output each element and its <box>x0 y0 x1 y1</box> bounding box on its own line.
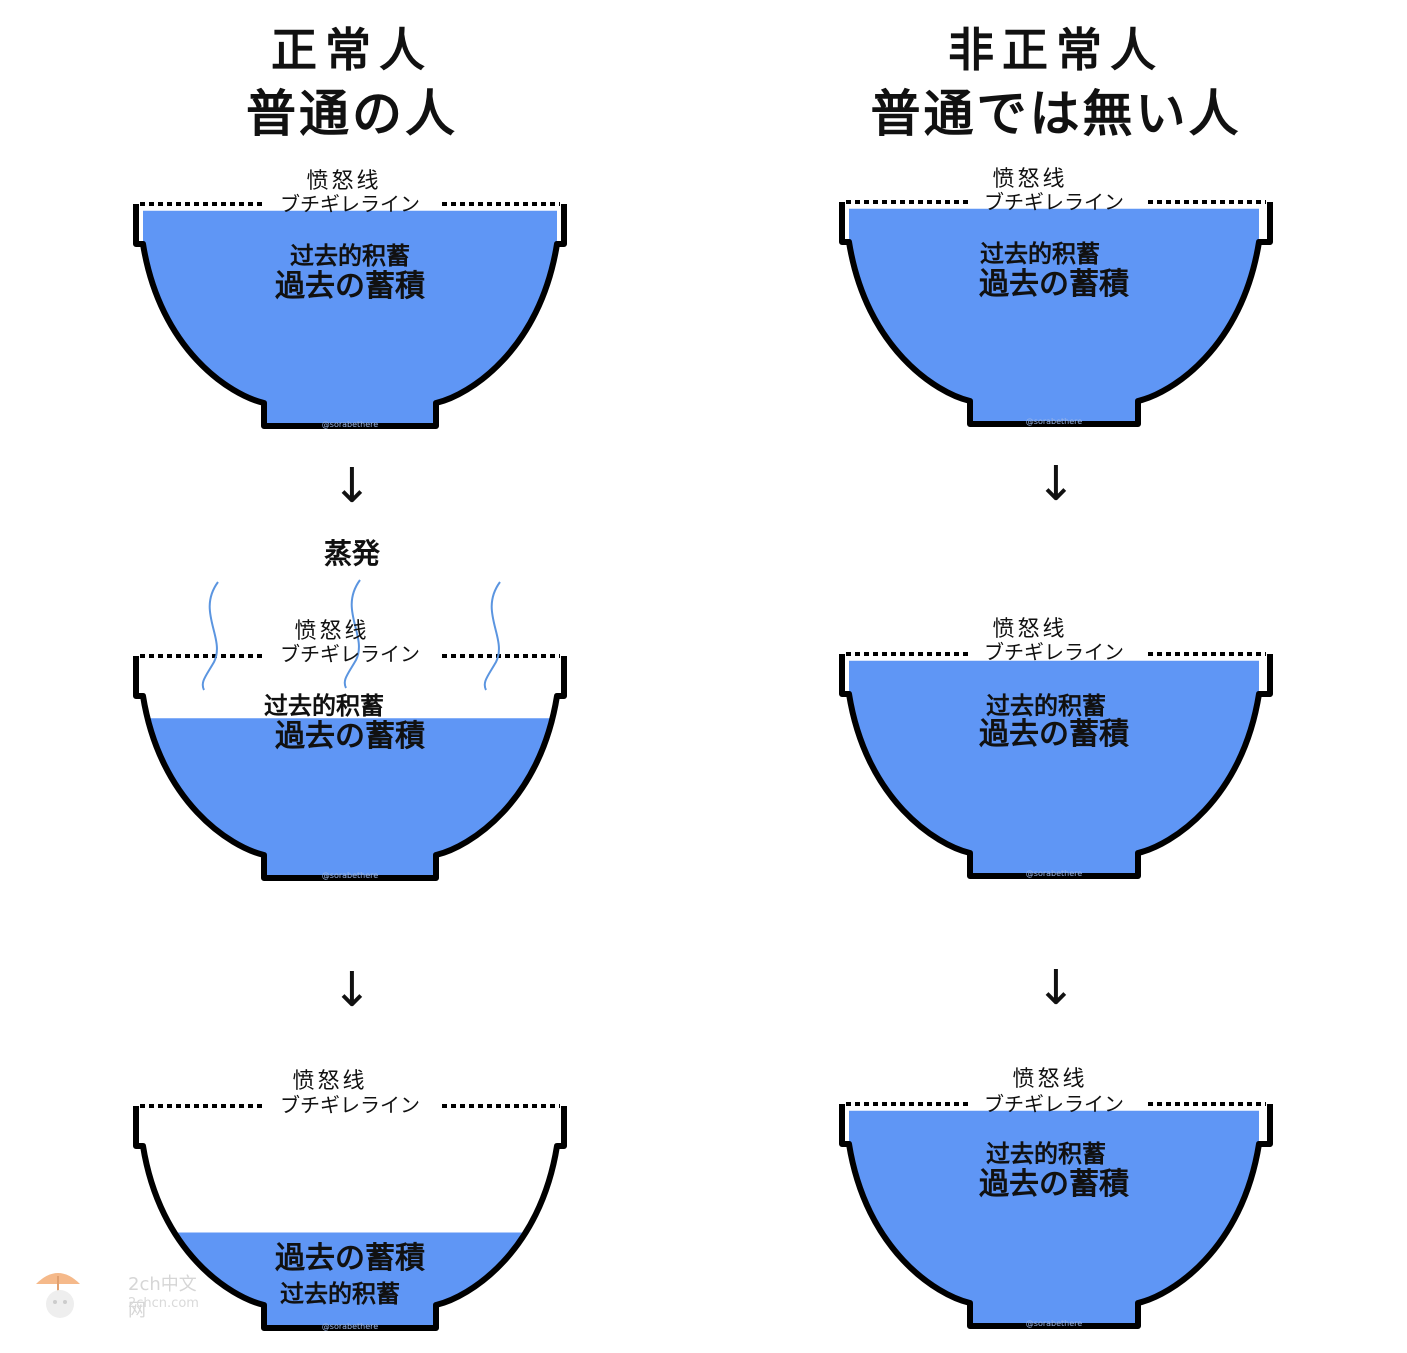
anger-line-label-cn: 愤怒线 <box>292 1069 367 1094</box>
steam-wave-icon <box>201 581 219 691</box>
bowl-diagram-abnormal-1: 愤怒线 ブチギレライン 过去的积蓄 過去の蓄積 @sorabethere <box>839 167 1273 427</box>
savings-label-jp: 過去の蓄積 <box>275 269 425 304</box>
bowl-diagram-normal-2: 愤怒线 ブチギレライン 过去的积蓄 過去の蓄積 @sorabethere <box>133 579 567 881</box>
anger-line-label-cn: 愤怒线 <box>306 169 381 194</box>
bowl-outline <box>133 656 567 881</box>
anger-line-label-jp: ブチギレライン <box>984 640 1124 664</box>
savings-label-jp: 過去の蓄積 <box>979 1167 1129 1202</box>
column-normal-person: 正常人 普通の人 愤怒线 ブチギレライン 过去的积蓄 過去の蓄積 @sorabe… <box>133 23 567 1331</box>
title-normal-cn: 正常人 <box>271 23 433 77</box>
bowl-diagram-normal-1: 愤怒线 ブチギレライン 过去的积蓄 過去の蓄積 @sorabethere <box>133 169 567 429</box>
savings-label-jp: 過去の蓄積 <box>979 717 1129 752</box>
anger-line-label-jp: ブチギレライン <box>984 1092 1124 1116</box>
column-abnormal-person: 非正常人 普通では無い人 愤怒线 ブチギレライン 过去的积蓄 過去の蓄積 @so… <box>704 0 1407 1353</box>
savings-label-cn: 过去的积蓄 <box>290 242 410 270</box>
water-fill <box>147 718 553 878</box>
bowl-outline <box>133 204 567 429</box>
watermark-line2: 2chcn.com <box>128 1296 199 1311</box>
credit-text: @sorabethere <box>322 1322 378 1331</box>
water-fill <box>849 208 1259 424</box>
anger-line-label-jp: ブチギレライン <box>984 190 1124 214</box>
savings-label-cn: 过去的积蓄 <box>986 692 1106 720</box>
site-watermark: 2ch中文网 2chcn.com <box>30 1262 200 1322</box>
credit-text: @sorabethere <box>322 871 378 880</box>
down-arrow-icon: ↓ <box>1035 456 1077 512</box>
title-abnormal-jp: 普通では無い人 <box>870 84 1242 143</box>
bowl-diagram-abnormal-3: 愤怒线 ブチギレライン 过去的积蓄 過去の蓄積 @sorabethere <box>839 1067 1273 1329</box>
water-fill <box>143 210 557 426</box>
credit-text: @sorabethere <box>322 420 378 429</box>
savings-label-jp: 過去の蓄積 <box>979 267 1129 302</box>
savings-label-cn: 过去的积蓄 <box>980 240 1100 268</box>
savings-label-cn: 过去的积蓄 <box>264 692 384 720</box>
anger-line-label-jp: ブチギレライン <box>280 642 420 666</box>
anger-line-label-jp: ブチギレライン <box>280 1093 420 1117</box>
title-abnormal-cn: 非正常人 <box>948 23 1164 77</box>
anger-line-label-jp: ブチギレライン <box>280 192 420 216</box>
watermark-line1: 2ch中文网 <box>128 1274 197 1321</box>
bowl-diagram-normal-3: 愤怒线 ブチギレライン 過去の蓄積 过去的积蓄 @sorabethere <box>133 1069 567 1331</box>
umbrella-mascot-icon <box>36 1273 80 1318</box>
title-normal-jp: 普通の人 <box>246 84 458 143</box>
evaporation-label: 蒸発 <box>323 537 380 570</box>
savings-label-jp: 過去の蓄積 <box>275 719 425 754</box>
steam-wave-icon <box>343 579 361 689</box>
savings-label-cn: 过去的积蓄 <box>280 1280 400 1308</box>
credit-text: @sorabethere <box>1026 417 1082 426</box>
steam-wave-icon <box>483 581 501 691</box>
bowl-diagram-abnormal-2: 愤怒线 ブチギレライン 过去的积蓄 過去の蓄積 @sorabethere <box>839 617 1273 879</box>
bowl-outline <box>839 1104 1273 1329</box>
anger-line-label-cn: 愤怒线 <box>992 167 1067 192</box>
credit-text: @sorabethere <box>1026 1319 1082 1328</box>
water-fill <box>849 1110 1259 1326</box>
down-arrow-icon: ↓ <box>1035 960 1077 1016</box>
bowl-outline <box>133 1106 567 1331</box>
savings-label-jp: 過去の蓄積 <box>275 1241 425 1276</box>
anger-line-label-cn: 愤怒线 <box>992 617 1067 642</box>
down-arrow-icon: ↓ <box>331 458 373 514</box>
credit-text: @sorabethere <box>1026 869 1082 878</box>
anger-line-label-cn: 愤怒线 <box>1012 1067 1087 1092</box>
water-fill <box>849 660 1259 876</box>
anger-line-label-cn: 愤怒线 <box>294 619 369 644</box>
bowl-outline <box>839 654 1273 879</box>
savings-label-cn: 过去的积蓄 <box>986 1140 1106 1168</box>
bowl-outline <box>839 202 1273 427</box>
down-arrow-icon: ↓ <box>331 962 373 1018</box>
